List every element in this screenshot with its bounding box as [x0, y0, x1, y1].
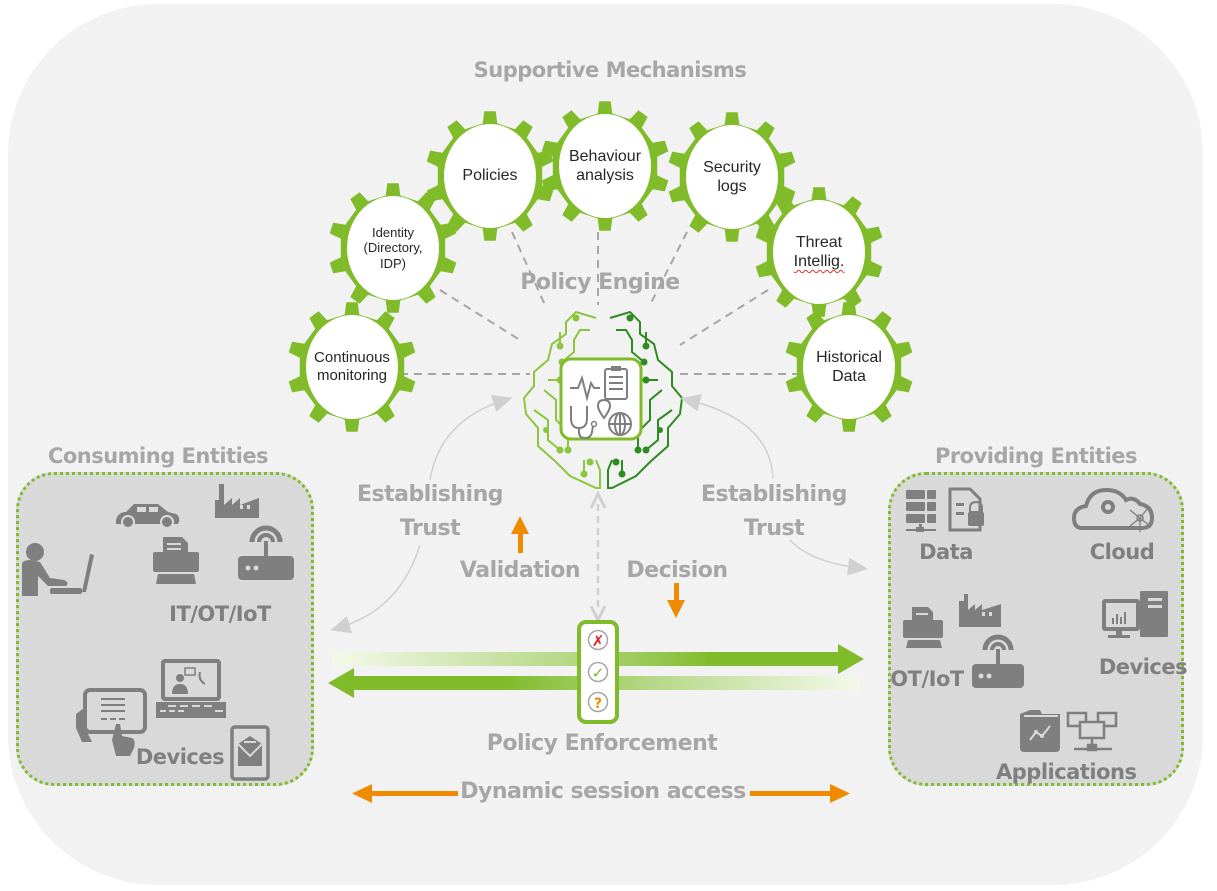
- gear-center: [803, 315, 895, 419]
- gear-threat-intelligence: [755, 187, 883, 317]
- establishing-trust-left-line2: Trust: [399, 516, 461, 541]
- mechanism-label-policies: Policies: [445, 126, 535, 226]
- heartbeat-icon: [570, 374, 600, 402]
- mechanism-label-line: logs: [717, 178, 747, 195]
- gear-group: [288, 101, 913, 432]
- mechanism-label-line: Historical: [816, 348, 882, 366]
- policy-enforcement-label: Policy Enforcement: [486, 731, 718, 756]
- providing-entities-box: [888, 472, 1184, 786]
- gear-center: [559, 114, 651, 218]
- dynamic-session-access-label: Dynamic session access: [460, 779, 746, 804]
- gear-center: [444, 124, 536, 228]
- mechanism-label-line: Intellig.: [793, 253, 845, 270]
- gear-behaviour-analysis: [541, 101, 669, 231]
- validation-up-arrow: [511, 516, 529, 553]
- gear-continuous-monitoring: [288, 302, 416, 432]
- trust-arc-left-upper: [429, 394, 513, 481]
- mechanism-label-behaviour-analysis: Behaviour analysis: [557, 116, 653, 216]
- gear-center: [347, 196, 439, 300]
- consuming-entities-title: Consuming Entities: [47, 444, 269, 468]
- gear-policies: [426, 111, 554, 241]
- dynamic-session-left-arrow: [352, 784, 458, 803]
- location-globe-icon: [596, 398, 632, 436]
- trust-arc-left-lower: [330, 544, 421, 634]
- decision-label: Decision: [626, 558, 728, 583]
- mechanism-label-line: monitoring: [316, 367, 388, 384]
- mechanism-label-line: IDP): [379, 255, 406, 271]
- gear-center: [306, 315, 398, 419]
- mechanism-label-identity: Identity(Directory,IDP): [348, 198, 438, 298]
- connector-identity: [439, 289, 521, 341]
- supportive-mechanisms-title: Supportive Mechanisms: [473, 58, 747, 82]
- mechanism-label-line: Identity: [372, 224, 414, 240]
- stethoscope-icon: [570, 406, 594, 440]
- providing-group-otiot-label: OT/IoT: [890, 667, 964, 691]
- mechanism-label-line: Threat: [795, 233, 843, 251]
- establishing-trust-left-line1: Establishing: [356, 482, 504, 507]
- providing-group-cloud-label: Cloud: [1089, 540, 1155, 564]
- connector-threat: [679, 289, 769, 346]
- allow-check-icon: ✓: [592, 664, 605, 682]
- mechanism-label-line: analysis: [576, 167, 634, 184]
- mechanism-label-line: (Directory,: [363, 240, 423, 256]
- establishing-trust-right-line2: Trust: [743, 516, 805, 541]
- decision-down-arrow: [667, 583, 685, 618]
- policy-enforcement-gate: ✗ ✓ ?: [577, 620, 619, 724]
- validation-label: Validation: [459, 558, 581, 583]
- mechanism-label-line: Continuous: [314, 349, 390, 366]
- consuming-group-it-label: IT/OT/IoT: [169, 602, 271, 626]
- gear-security-logs: [668, 112, 796, 242]
- consuming-group-devices-label: Devices: [135, 745, 225, 769]
- gear-identity: [329, 183, 457, 313]
- gear-center: [773, 200, 865, 304]
- mechanism-label-line: Behaviour: [568, 147, 642, 165]
- dynamic-session-right-arrow: [750, 784, 850, 803]
- consuming-entities-box: [16, 472, 314, 786]
- establishing-trust-right-line1: Establishing: [700, 482, 848, 507]
- mechanism-connectors: [400, 231, 800, 375]
- gear-center: [686, 125, 778, 229]
- mechanism-label-line: Data: [832, 368, 866, 385]
- trust-arc-right-lower: [789, 539, 868, 576]
- policy-engine-label: Policy Engine: [520, 270, 680, 295]
- providing-entities-title: Providing Entities: [934, 444, 1138, 468]
- mechanism-label-security-logs: Security logs: [687, 127, 777, 227]
- clipboard-checklist-icon: [604, 366, 628, 400]
- deny-x-icon: ✗: [592, 632, 605, 650]
- providing-group-apps-label: Applications: [996, 760, 1137, 784]
- mechanism-label-line: Security: [703, 158, 761, 176]
- mechanism-label-line: Policies: [462, 167, 518, 185]
- providing-group-data-label: Data: [919, 540, 973, 564]
- trust-arc-right-upper: [680, 394, 774, 479]
- gear-historical-data: [785, 302, 913, 432]
- unknown-question-icon: ?: [594, 696, 602, 712]
- providing-group-devices-label: Devices: [1098, 655, 1188, 679]
